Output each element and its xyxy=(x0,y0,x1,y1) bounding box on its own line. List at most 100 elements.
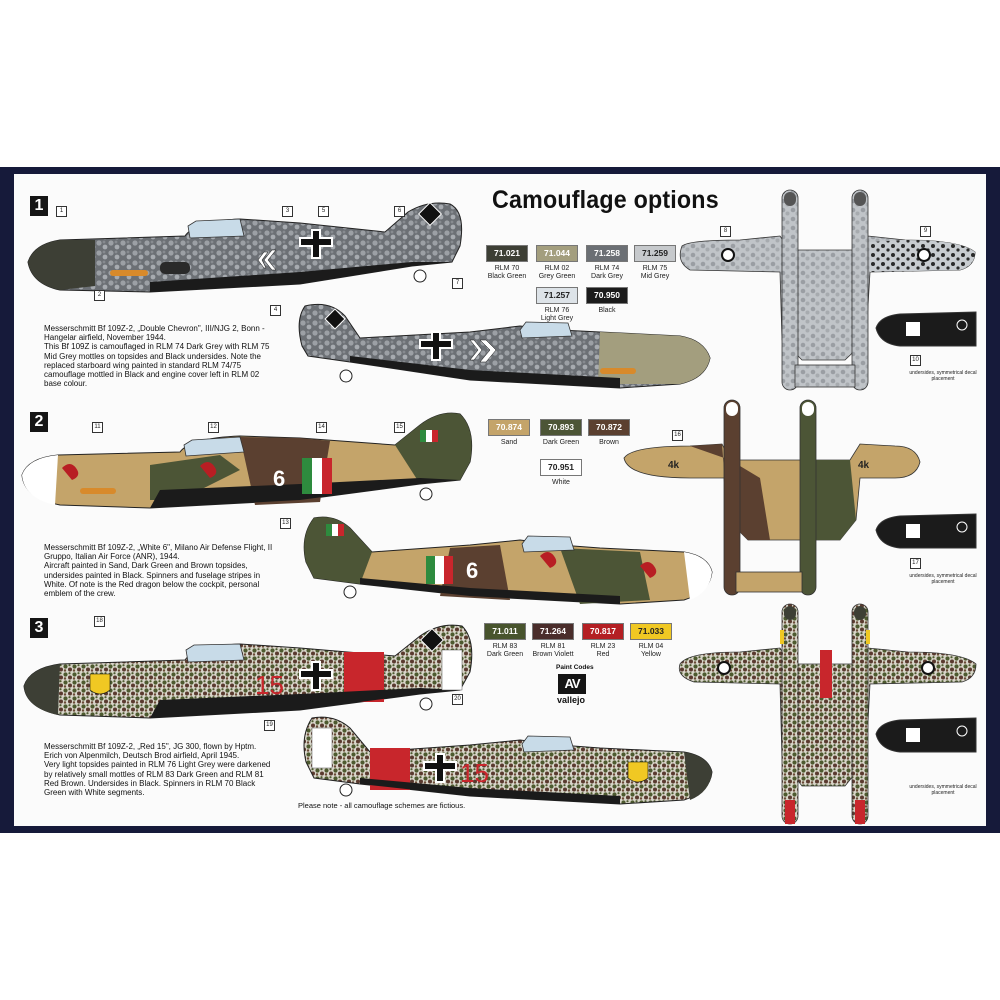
swatch-label: RLM 74 xyxy=(594,265,620,272)
swatch-chip: 71.259 xyxy=(634,245,676,262)
swatch-chip: 71.011 xyxy=(484,623,526,640)
callout-2: 2 xyxy=(94,290,105,301)
decal-note-1: undersides, symmetrical decal placement xyxy=(909,370,977,382)
callout-16: 16 xyxy=(672,430,683,441)
swatch-chip: 71.044 xyxy=(536,245,578,262)
option-2-description: Messerschmitt Bf 109Z-2, „White 6", Mila… xyxy=(44,543,294,598)
swatch-label: Black xyxy=(598,307,616,314)
callout-9: 9 xyxy=(920,226,931,237)
swatch-label: Brown xyxy=(599,439,619,446)
swatch-chip: 71.033 xyxy=(630,623,672,640)
swatch-chip: 70.951 xyxy=(540,459,582,476)
desc-line: Green with White segments. xyxy=(44,788,145,798)
callout-14: 14 xyxy=(316,422,327,433)
swatch-label: RLM 02 xyxy=(544,265,570,272)
callout-3: 3 xyxy=(282,206,293,217)
swatch-label: Mid Grey xyxy=(640,273,670,280)
swatch-label: Yellow xyxy=(641,651,661,658)
option-1-description: Messerschmitt Bf 109Z-2, „Double Chevron… xyxy=(44,324,294,388)
callout-7: 7 xyxy=(452,278,463,289)
desc-line: This Bf 109Z is camouflaged in RLM 74 Da… xyxy=(44,342,270,352)
swatch-label: Sand xyxy=(500,439,518,446)
callout-18: 18 xyxy=(94,616,105,627)
desc-line: Messerschmitt Bf 109Z-2, „Red 15", JG 30… xyxy=(44,742,257,751)
callout-19: 19 xyxy=(264,720,275,731)
swatch-label: Black Green xyxy=(487,273,527,280)
callout-15: 15 xyxy=(394,422,405,433)
desc-line: replaced starboard wing painted in stand… xyxy=(44,360,242,370)
vallejo-logo: AV xyxy=(558,674,586,694)
desc-line: Messerschmitt Bf 109Z-2, „White 6", Mila… xyxy=(44,543,273,552)
swatch-label: Light Grey xyxy=(540,315,574,322)
callout-17: 17 xyxy=(910,558,921,569)
swatch-label: RLM 75 xyxy=(642,265,668,272)
brand-name: vallejo xyxy=(557,695,586,705)
paint-codes-label: Paint Codes xyxy=(556,664,594,671)
swatch-label: RLM 04 xyxy=(638,643,664,650)
desc-line: camouflage mottled in Black and engine c… xyxy=(44,370,260,380)
swatch-label: RLM 70 xyxy=(494,265,520,272)
desc-line: Erich von Alpenmilch, Deutsch Brod airfi… xyxy=(44,751,240,761)
desc-line: Mid Grey mottles on topsides and Black u… xyxy=(44,351,261,361)
desc-line: emblem of the crew. xyxy=(44,589,116,599)
footer-note: Please note - all camouflage schemes are… xyxy=(298,801,466,810)
callout-5: 5 xyxy=(318,206,329,217)
callout-8: 8 xyxy=(720,226,731,237)
callout-11: 11 xyxy=(92,422,103,433)
desc-line: Very light topsides painted in RLM 76 Li… xyxy=(44,760,271,770)
swatch-chip: 71.258 xyxy=(586,245,628,262)
callout-20: 20 xyxy=(452,694,463,705)
desc-line: Hangelar airfield, November 1944. xyxy=(44,333,166,343)
sheet-frame-left xyxy=(0,167,14,833)
swatch-chip: 70.893 xyxy=(540,419,582,436)
option-number-2: 2 xyxy=(30,412,48,432)
callout-10: 10 xyxy=(910,355,921,366)
swatch-chip: 70.950 xyxy=(586,287,628,304)
desc-line: undersides painted in Black. Spinners an… xyxy=(44,570,261,580)
option-number-3: 3 xyxy=(30,618,48,638)
callout-13: 13 xyxy=(280,518,291,529)
swatch-chip: 71.021 xyxy=(486,245,528,262)
swatch-chip: 70.817 xyxy=(582,623,624,640)
desc-line: Gruppo, Italian Air Force (ANR), 1944. xyxy=(44,552,180,562)
swatch-label: RLM 81 xyxy=(540,643,566,650)
callout-12: 12 xyxy=(208,422,219,433)
decal-note-3: undersides, symmetrical decal placement xyxy=(909,784,977,796)
swatch-label: RLM 23 xyxy=(590,643,616,650)
swatch-label: Brown Violett xyxy=(532,651,574,658)
swatch-label: White xyxy=(552,479,570,486)
desc-line: base colour. xyxy=(44,379,88,389)
page-title: Camouflage options xyxy=(492,186,719,214)
swatch-label: Dark Green xyxy=(486,651,524,658)
sheet-frame-right xyxy=(986,167,1000,833)
desc-line: Messerschmitt Bf 109Z-2, „Double Chevron… xyxy=(44,324,265,333)
desc-line: by relatively small mottles of RLM 83 Da… xyxy=(44,769,264,779)
swatch-label: RLM 76 xyxy=(544,307,570,314)
swatch-label: Dark Grey xyxy=(591,273,623,280)
swatch-chip: 71.264 xyxy=(532,623,574,640)
desc-line: Aircraft painted in Sand, Dark Green and… xyxy=(44,561,248,571)
swatch-label: Red xyxy=(596,651,610,658)
option-number-1: 1 xyxy=(30,196,48,216)
option-3-description: Messerschmitt Bf 109Z-2, „Red 15", JG 30… xyxy=(44,742,294,797)
decal-note-2: undersides, symmetrical decal placement xyxy=(909,573,977,585)
desc-line: Red Brown. Undersides in Black. Spinners… xyxy=(44,778,256,788)
swatch-label: Grey Green xyxy=(538,273,576,280)
callout-6: 6 xyxy=(394,206,405,217)
desc-line: White. Of note is the Red dragon below t… xyxy=(44,579,260,589)
swatch-label: RLM 83 xyxy=(492,643,518,650)
callout-1: 1 xyxy=(56,206,67,217)
